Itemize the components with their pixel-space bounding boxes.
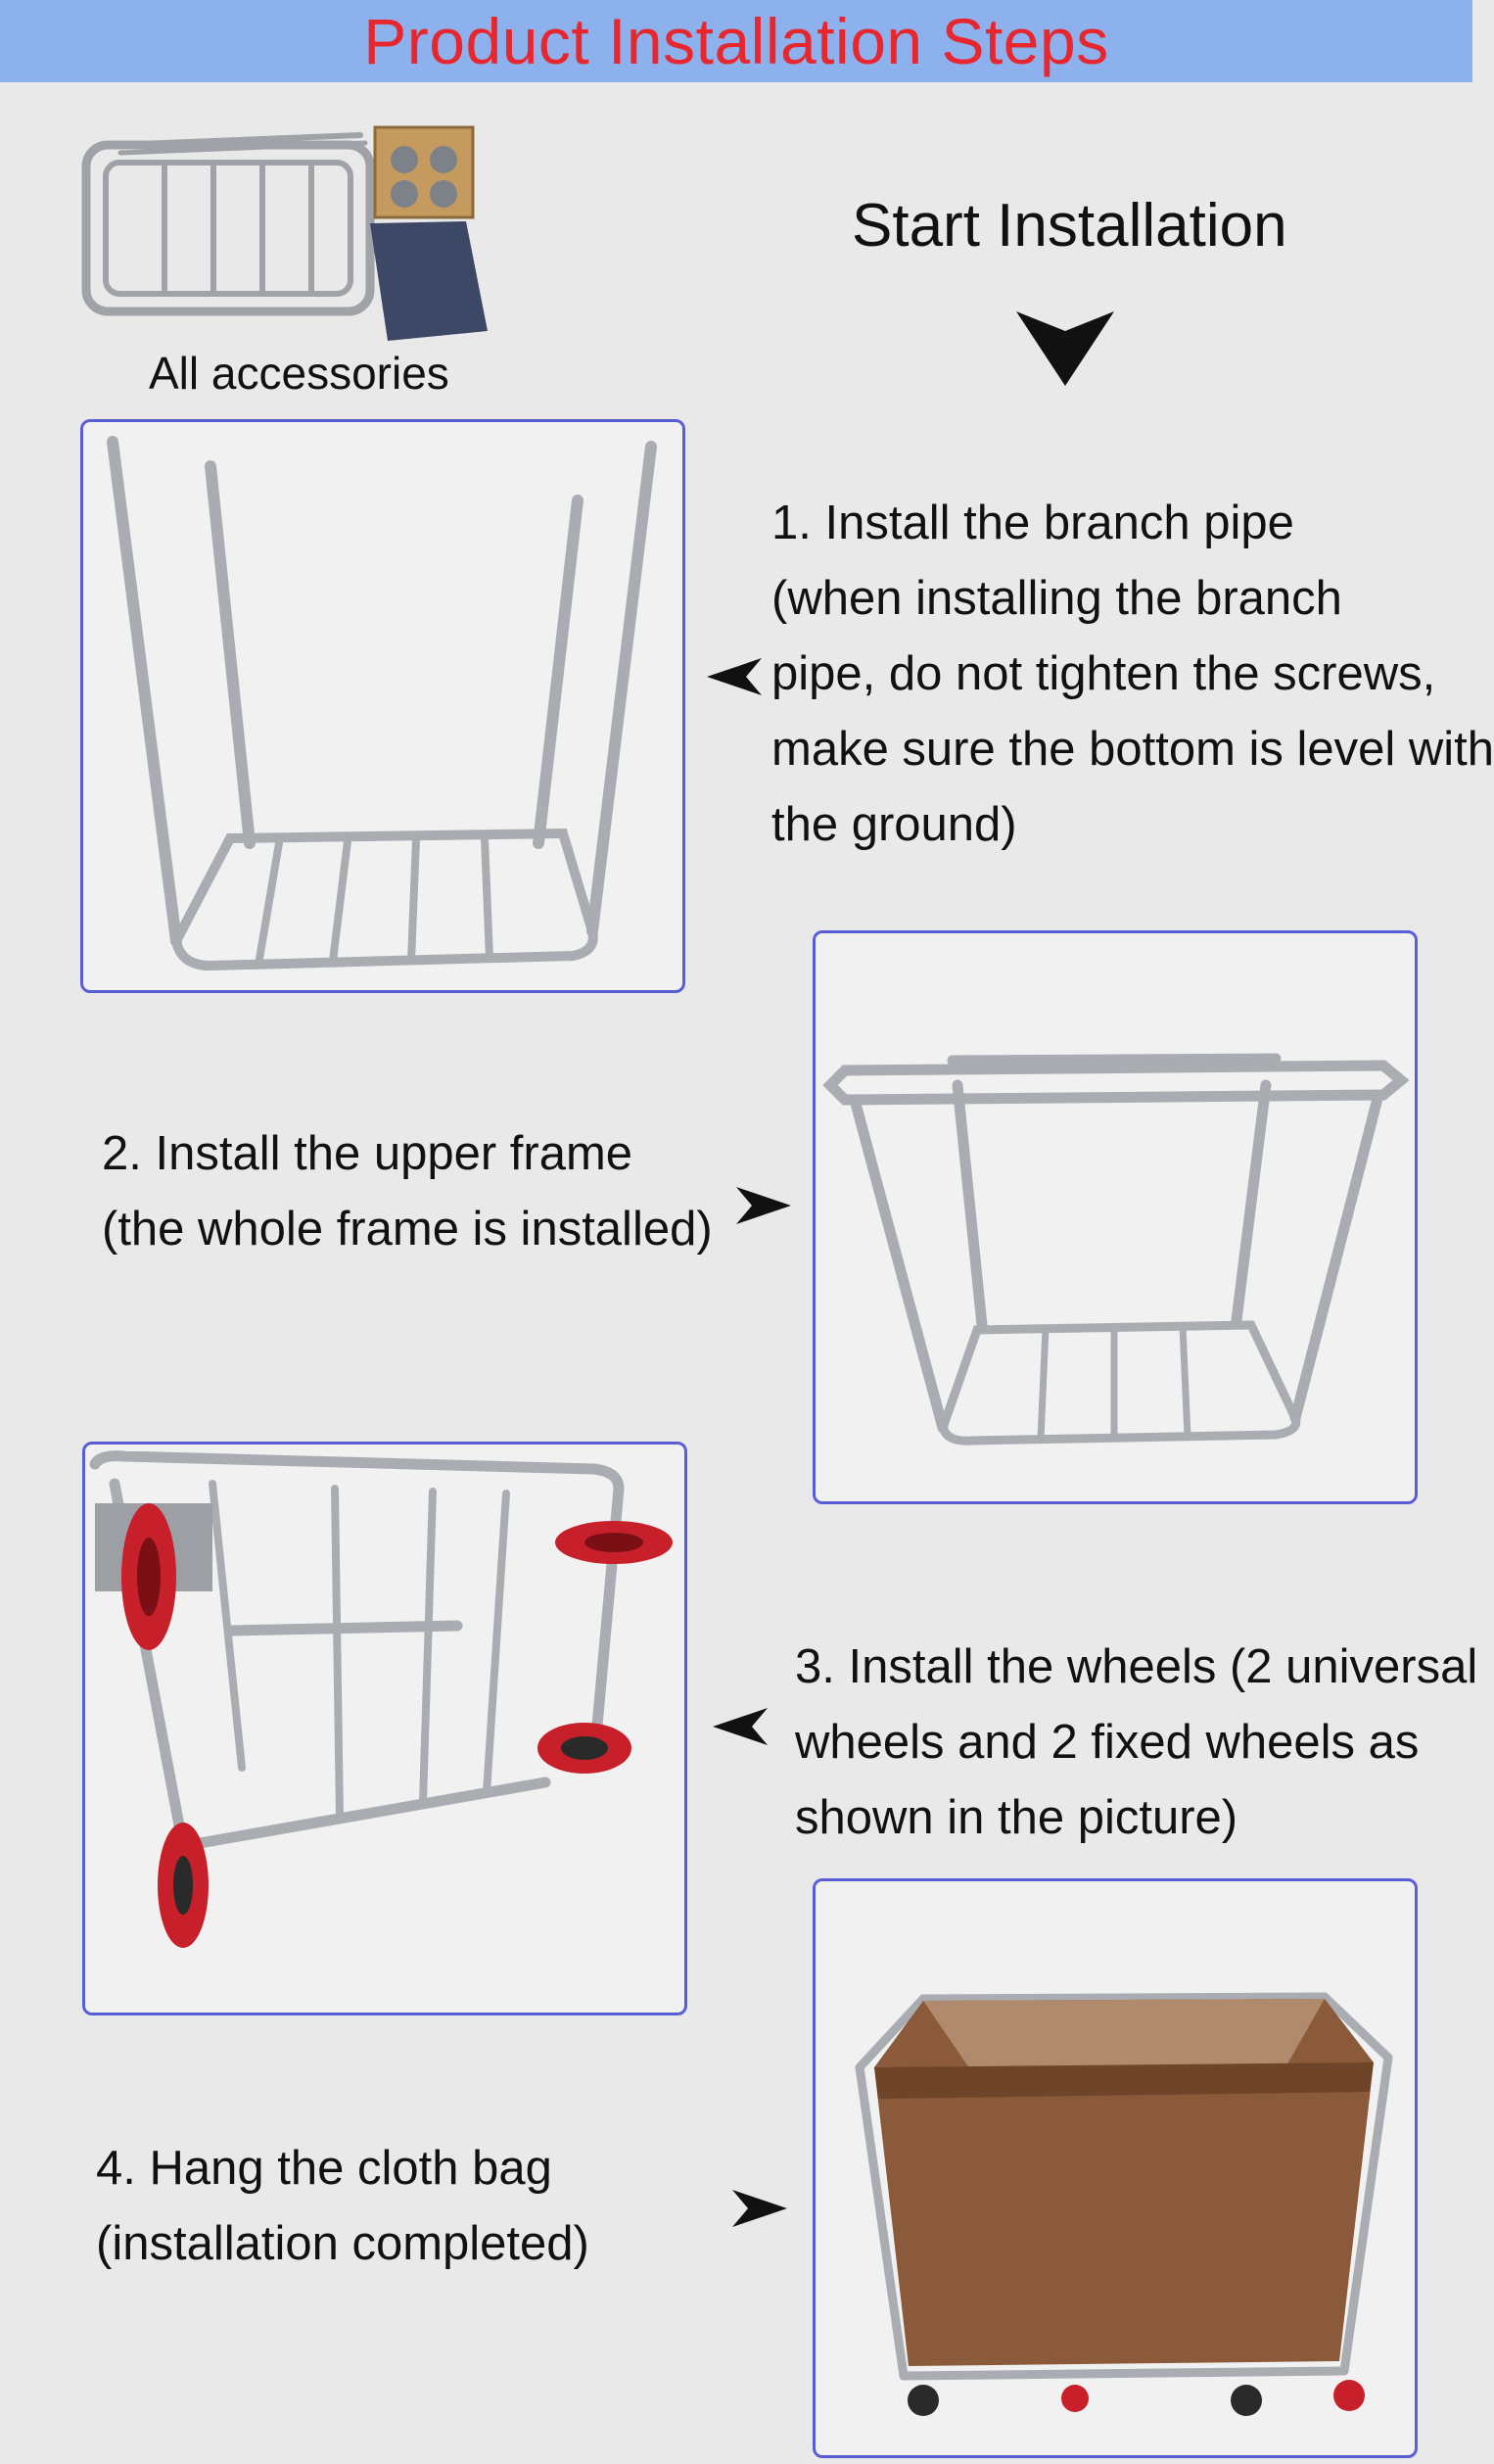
arrow-right-icon [736,1187,791,1224]
accessories-label: All accessories [149,348,449,399]
step-1-image [80,419,685,993]
arrow-right-icon [732,2190,787,2227]
step-1-line-2: (when installing the branch [771,572,1342,625]
page-title: Product Installation Steps [363,5,1109,77]
start-installation-label: Start Installation [852,192,1287,260]
step-1-text: 1. Install the branch pipe (when install… [771,486,1494,863]
step-2-line-2: (the whole frame is installed) [102,1203,713,1256]
header-banner: Product Installation Steps [0,0,1472,82]
step-1-line-5: the ground) [771,798,1017,851]
step-3-line-1: 3. Install the wheels (2 universal [795,1640,1478,1693]
arrow-left-icon [713,1708,768,1745]
arrow-left-icon [707,658,762,695]
down-arrow-icon [1016,311,1114,386]
step-1-line-4: make sure the bottom is level with [771,723,1494,776]
step-2-line-1: 2. Install the upper frame [102,1127,633,1180]
step-1-line-1: 1. Install the branch pipe [771,497,1294,549]
step-3-line-3: shown in the picture) [795,1791,1238,1844]
step-3-line-2: wheels and 2 fixed wheels as [795,1716,1420,1769]
step-4-line-1: 4. Hang the cloth bag [96,2142,552,2195]
accessories-image [76,106,517,351]
step-3-image [82,1442,687,2015]
step-2-image [813,930,1418,1504]
step-2-text: 2. Install the upper frame (the whole fr… [102,1116,713,1267]
step-4-line-2: (installation completed) [96,2217,589,2270]
step-1-line-3: pipe, do not tighten the screws, [771,647,1436,700]
step-3-text: 3. Install the wheels (2 universal wheel… [795,1630,1477,1856]
step-4-image [813,1878,1418,2458]
step-4-text: 4. Hang the cloth bag (installation comp… [96,2131,589,2282]
